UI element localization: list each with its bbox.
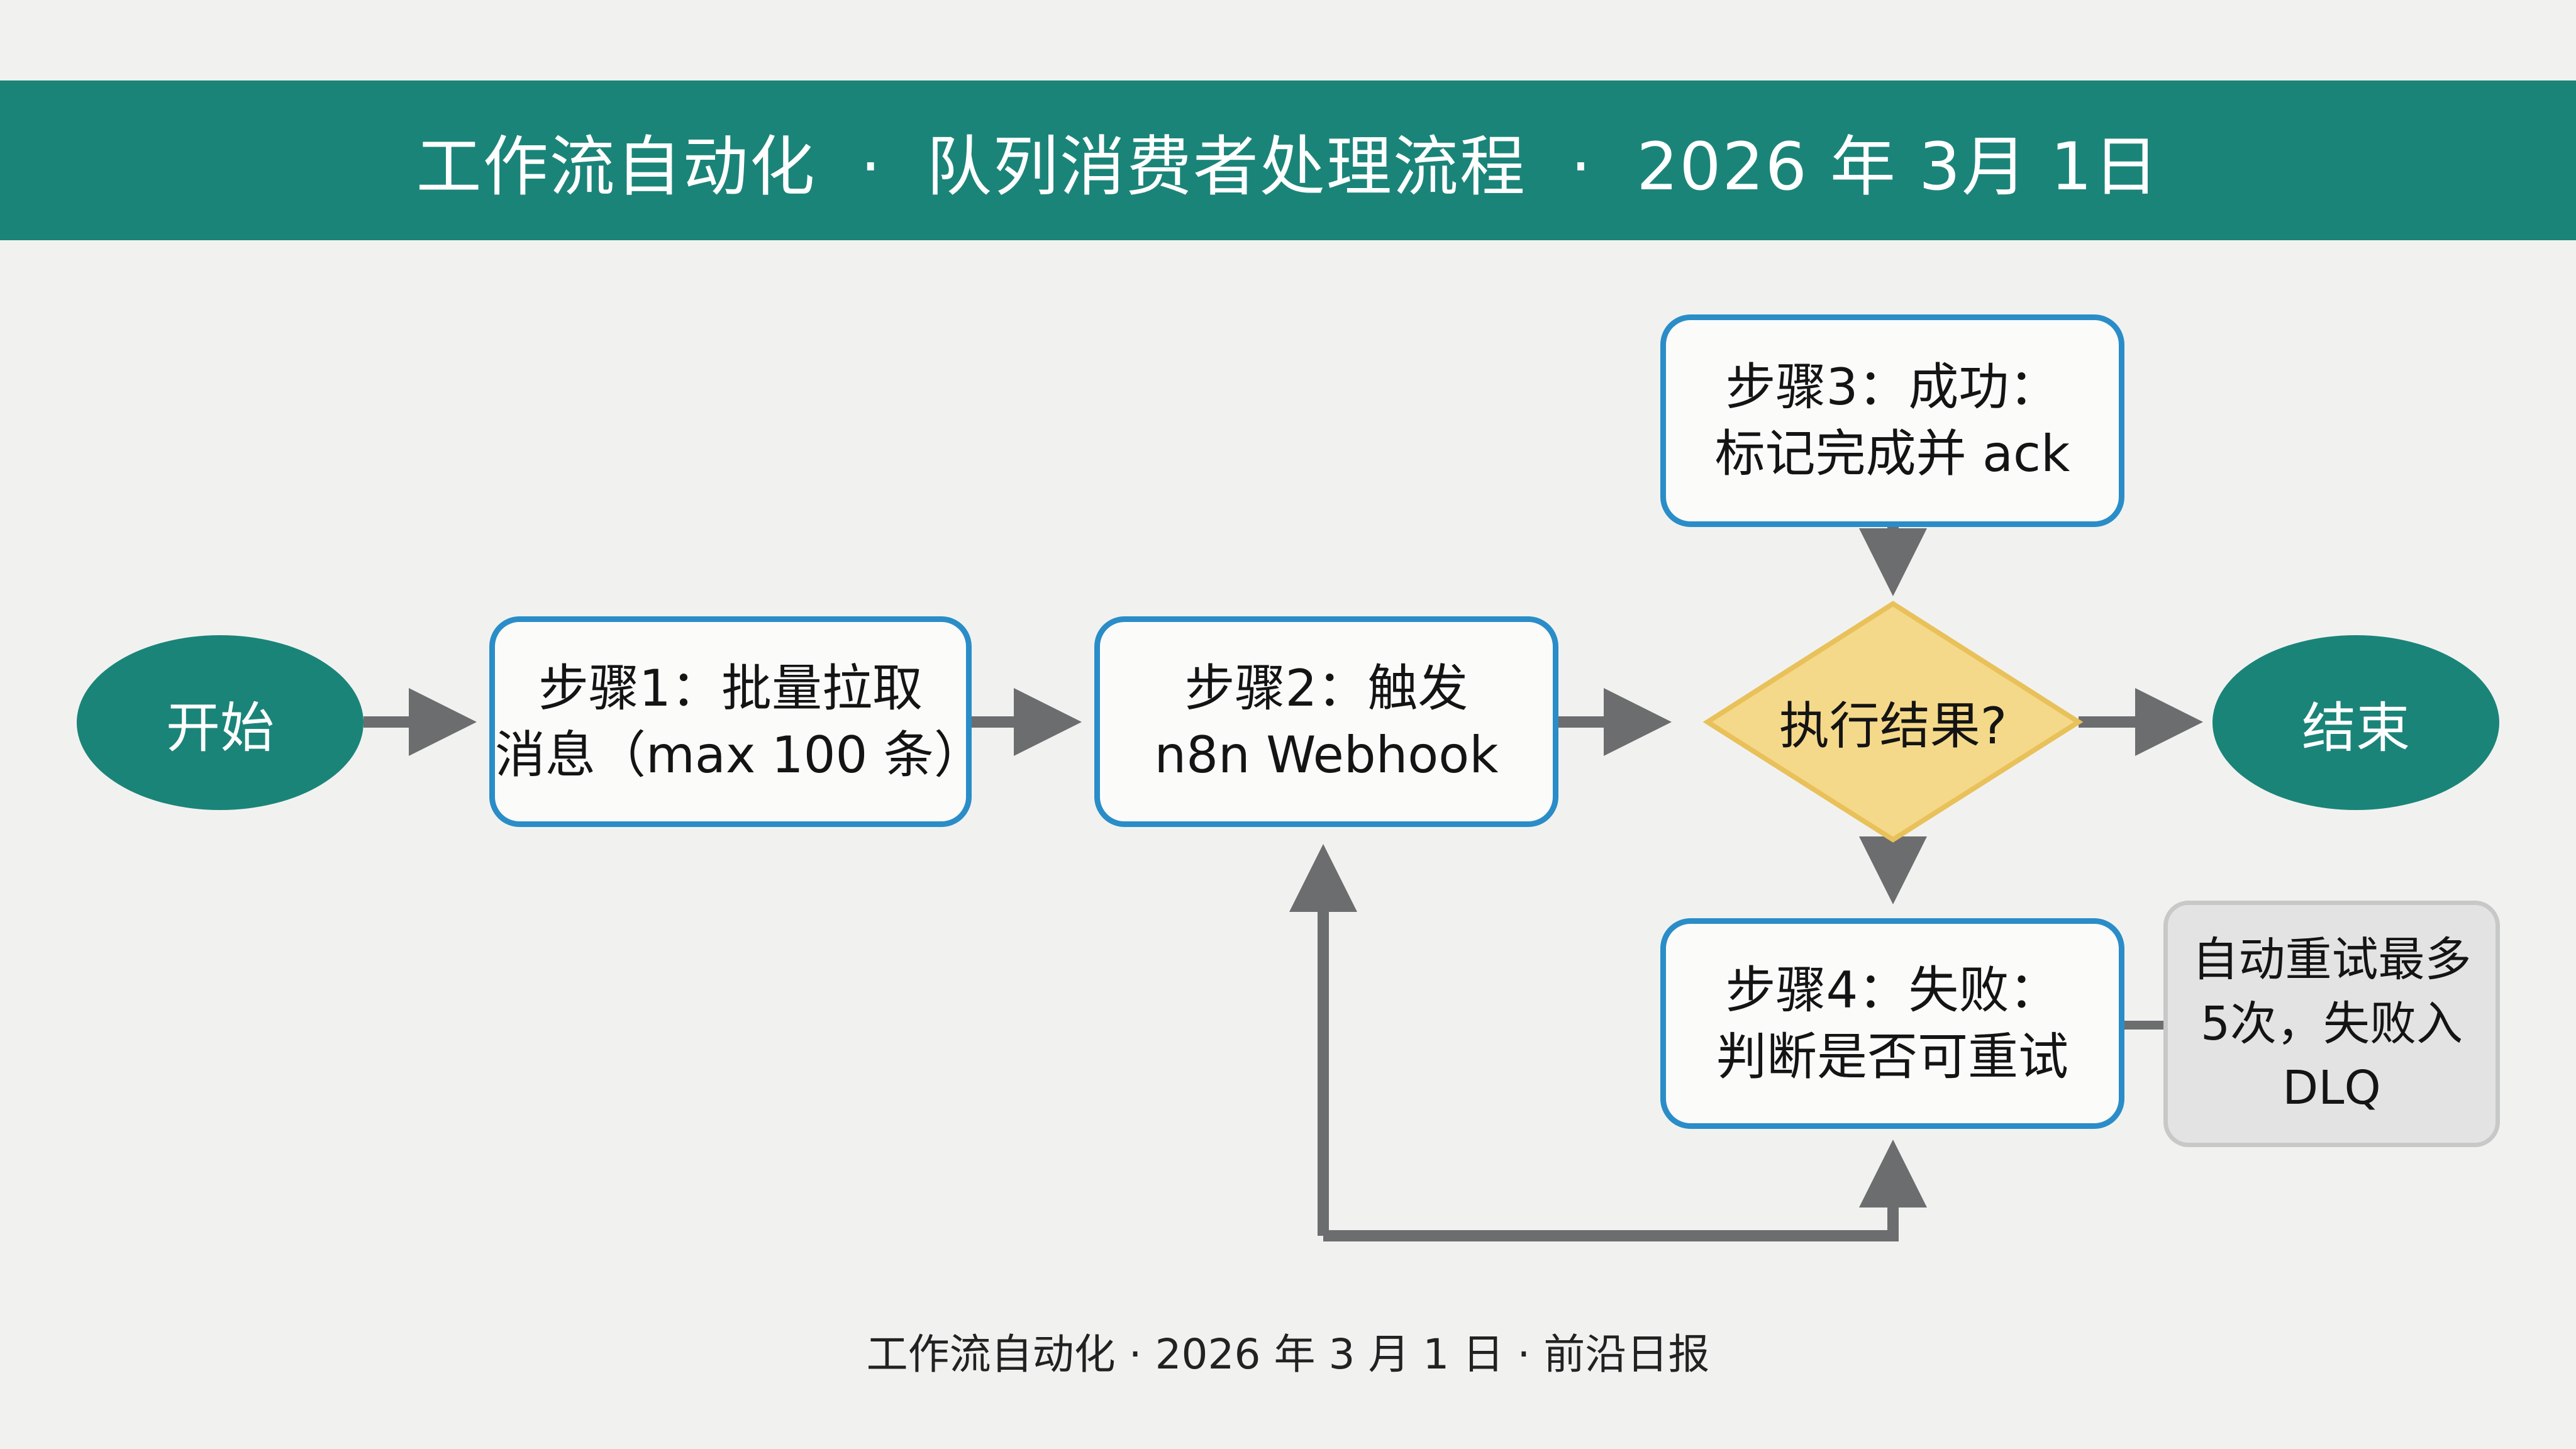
page-title: 工作流自动化 · 队列消费者处理流程 · 2026 年 3月 1日 — [416, 128, 2160, 205]
arrow-retry-loop — [1323, 1140, 1927, 1241]
footer-caption: 工作流自动化 · 2026 年 3 月 1 日 · 前沿日报 — [866, 1330, 1710, 1379]
step1-title: 步骤1：批量拉取 — [538, 658, 923, 718]
start-node[interactable]: 开始 — [77, 635, 364, 810]
decision-label: 执行结果? — [1779, 696, 2007, 755]
retry-note: 自动重试最多 5次，失败入 DLQ — [2163, 901, 2500, 1147]
step4-title: 步骤4：失败： — [1725, 960, 2060, 1019]
step3-detail: 标记完成并 ack — [1714, 425, 2070, 483]
step1-node[interactable]: 步骤1：批量拉取 消息（max 100 条） — [489, 616, 984, 827]
decision-diamond — [1702, 601, 2084, 843]
end-node[interactable]: 结束 — [2212, 635, 2499, 810]
step4-node[interactable]: 步骤4：失败： 判断是否可重试 — [1660, 918, 2124, 1129]
step4-detail: 判断是否可重试 — [1716, 1027, 2068, 1086]
header-banner: 工作流自动化 · 队列消费者处理流程 · 2026 年 3月 1日 — [0, 80, 2576, 240]
step1-detail: 消息（max 100 条） — [495, 725, 984, 784]
step3-title: 步骤3：成功： — [1725, 358, 2060, 416]
step2-node[interactable]: 步骤2：触发 n8n Webhook — [1094, 616, 1558, 827]
note-line-3: DLQ — [2282, 1061, 2381, 1115]
note-line-1: 自动重试最多 — [2192, 933, 2472, 987]
step2-title: 步骤2：触发 — [1184, 658, 1468, 718]
note-line-2: 5次，失败入 — [2200, 997, 2463, 1051]
end-label: 结束 — [2302, 696, 2410, 760]
decision-node[interactable]: 执行结果? — [1707, 604, 2079, 840]
step2-detail: n8n Webhook — [1154, 725, 1499, 784]
step3-node[interactable]: 步骤3：成功： 标记完成并 ack — [1660, 314, 2124, 527]
start-label: 开始 — [166, 696, 274, 760]
